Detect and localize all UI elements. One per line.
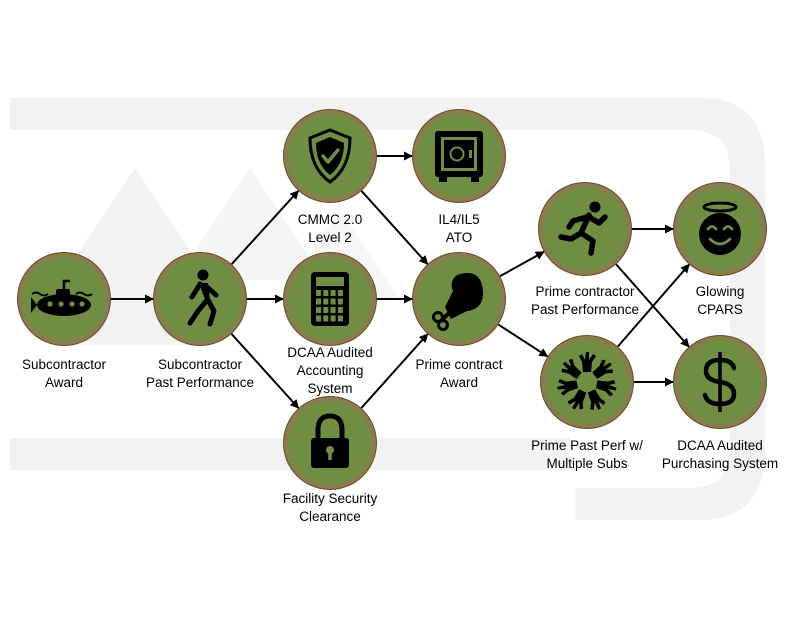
submarine-icon — [31, 279, 93, 316]
arrow-prime_multi-to-cpars — [617, 263, 690, 348]
node-fcl — [283, 396, 377, 490]
node-dcaa-acct — [283, 252, 377, 346]
node-prime-multi — [540, 335, 634, 429]
label-line: Purchasing System — [661, 456, 779, 471]
label-line: CMMC 2.0 — [297, 212, 363, 227]
running-person-icon — [558, 201, 608, 256]
safe-icon — [435, 131, 483, 182]
node-prime-pp — [538, 182, 632, 276]
node-dcaa-purch — [673, 335, 767, 429]
label-line: Prime Past Perf w/ — [531, 438, 643, 453]
label-line: Past Performance — [530, 302, 640, 317]
node-cmmc — [283, 109, 377, 203]
node-circle — [154, 253, 246, 345]
label-line: Past Performance — [145, 375, 255, 390]
label-line: DCAA Audited — [677, 438, 763, 453]
arrow-fcl-to-prime_award — [360, 333, 429, 409]
label-line: DCAA Audited — [287, 345, 373, 360]
arrow-prime_award-to-prime_pp — [499, 250, 545, 278]
label-line: ATO — [445, 230, 473, 245]
label-line: Award — [44, 375, 84, 390]
arrow-sub_pp-to-cmmc — [230, 190, 300, 265]
walking-person-icon — [187, 269, 219, 327]
nodes — [17, 109, 767, 490]
label-line: Glowing — [695, 284, 745, 299]
node-sub-award — [17, 252, 111, 346]
label-line: Award — [439, 375, 479, 390]
padlock-icon — [311, 413, 349, 468]
label-line: Accounting — [296, 363, 364, 378]
edges — [111, 151, 690, 409]
dollar-sign-icon — [702, 352, 737, 412]
label-line: Prime contractor — [535, 284, 635, 299]
node-il — [412, 109, 506, 203]
shield-check-icon — [308, 128, 352, 184]
arrow-sub_pp-to-fcl — [230, 333, 300, 409]
label-line: Clearance — [299, 509, 361, 524]
label-line: Subcontractor — [21, 357, 107, 372]
node-circle — [541, 336, 633, 428]
hands-circle-icon — [557, 352, 617, 410]
label-line: Facility Security — [282, 491, 378, 506]
label-line: Prime contract — [415, 357, 503, 372]
node-label-prime-multi: Prime Past Perf w/Multiple Subs — [502, 437, 672, 473]
calculator-icon — [311, 272, 349, 326]
label-line: Level 2 — [308, 230, 352, 245]
node-cpars — [673, 182, 767, 276]
arrow-cmmc-to-prime_award — [360, 190, 429, 265]
label-line: Multiple Subs — [546, 456, 628, 471]
label-line: IL4/IL5 — [438, 212, 480, 227]
drumstick-icon — [432, 273, 484, 331]
node-prime-award — [412, 252, 506, 346]
label-line: CPARS — [697, 302, 743, 317]
node-sub-pp — [153, 252, 247, 346]
label-line: Subcontractor — [157, 357, 243, 372]
halo-smiley-icon — [699, 201, 741, 255]
arrow-prime_award-to-prime_multi — [497, 323, 549, 358]
label-line: System — [307, 381, 353, 396]
